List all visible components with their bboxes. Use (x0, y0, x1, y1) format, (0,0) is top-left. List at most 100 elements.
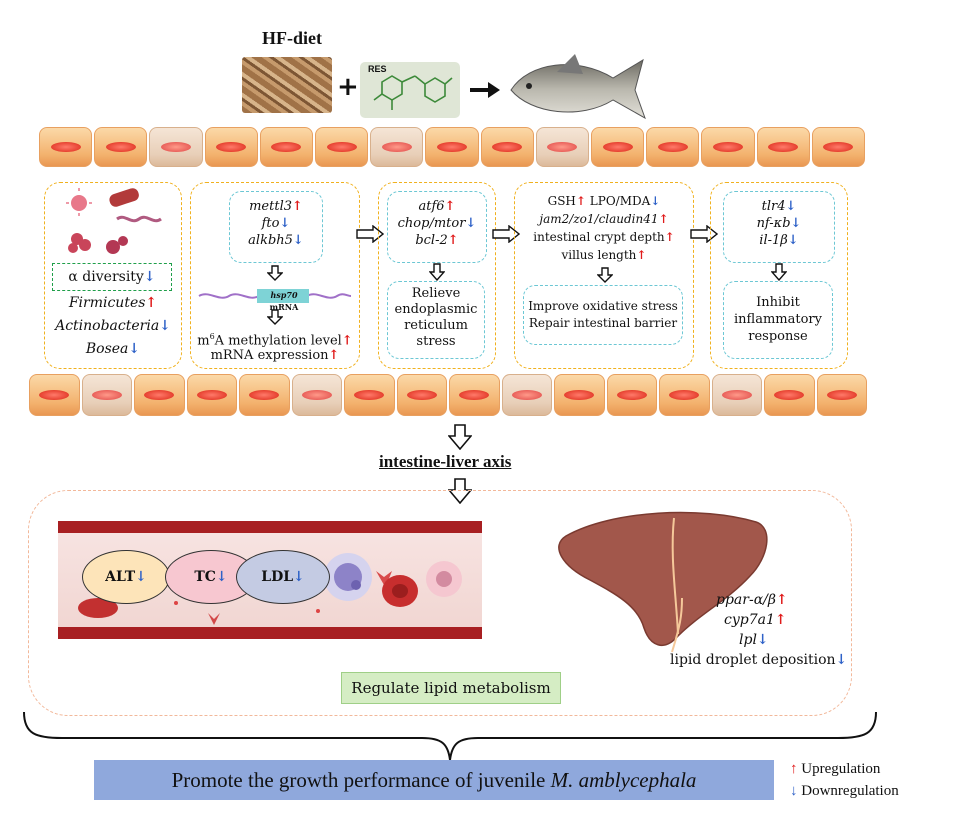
atf6-row: atf6↑ (388, 198, 486, 215)
gsh-label: GSH (547, 194, 576, 208)
up-arrow-icon: ↑ (636, 248, 647, 262)
down-arrow-icon: ↓ (293, 569, 305, 585)
epithelial-cell (259, 127, 314, 167)
epithelial-cell (425, 127, 479, 167)
up-arrow-icon: ↑ (790, 761, 798, 777)
m6a-gene-box: mettl3↑ fto↓ alkbh5↓ (229, 191, 323, 263)
epithelial-cell (535, 127, 590, 167)
hollow-down-arrow-icon (597, 267, 613, 283)
legend-up: ↑ Upregulation (790, 760, 880, 778)
cyp7a1-row: cyp7a1↑ (724, 612, 787, 629)
epithelial-cell (816, 374, 867, 416)
tight-junction-row: jam2/zo1/claudin41↑ (515, 211, 693, 228)
down-arrow-icon: ↓ (790, 216, 802, 231)
epithelial-cell (701, 127, 755, 167)
barrier-result-line: Improve oxidative stress (528, 299, 678, 313)
resveratrol-structure: RES (360, 62, 460, 118)
intestine-liver-axis-label: intestine-liver axis (379, 452, 512, 471)
epithelial-cell (811, 127, 866, 167)
inflam-gene-box: tlr4↓ nf-κb↓ il-1β↓ (723, 191, 835, 263)
up-arrow-icon: ↑ (664, 230, 675, 244)
alkbh5-label: alkbh5 (248, 233, 293, 248)
down-arrow-icon: ↓ (835, 652, 848, 668)
firmicutes-label: Firmicutes (68, 295, 146, 311)
regulate-lipid-box: Regulate lipid metabolism (341, 672, 561, 704)
hollow-down-arrow-icon (267, 309, 283, 325)
down-arrow-icon: ↓ (465, 216, 477, 231)
epithelial-cell (756, 127, 810, 167)
down-arrow-icon: ↓ (279, 216, 291, 231)
hollow-down-arrow-icon (448, 424, 472, 450)
lpl-row: lpl↓ (739, 632, 769, 649)
inflam-result-line: Inhibit (756, 295, 800, 310)
epithelial-cell (659, 374, 710, 416)
epithelial-cell (204, 127, 258, 167)
tight-junction-label: jam2/zo1/claudin41 (539, 212, 659, 226)
epithelial-cell (606, 374, 657, 416)
epithelial-cell (291, 374, 342, 416)
lipid-droplet-label: lipid droplet deposition (670, 652, 836, 668)
bcl2-row: bcl-2↑ (388, 232, 486, 249)
epithelial-cell (396, 374, 447, 416)
up-arrow-icon: ↑ (447, 233, 459, 248)
up-arrow-icon: ↑ (145, 295, 158, 311)
up-arrow-icon: ↑ (775, 592, 788, 608)
bcl2-label: bcl-2 (415, 233, 448, 248)
up-arrow-icon: ↑ (774, 612, 787, 628)
mrna-strand-icon (198, 289, 352, 303)
species-label: M. amblycephala (550, 768, 697, 792)
inflammation-panel: tlr4↓ nf-κb↓ il-1β↓ Inhibit inflammatory… (710, 182, 848, 369)
barrier-result-box: Improve oxidative stress Repair intestin… (523, 285, 683, 345)
down-arrow-icon: ↓ (756, 632, 769, 648)
legend-down-label: Downregulation (801, 783, 899, 799)
inflam-result-line: response (748, 329, 808, 344)
lpo-mda-label: LPO/MDA (589, 194, 651, 208)
up-arrow-icon: ↑ (341, 333, 353, 349)
mettl3-row: mettl3↑ (230, 198, 322, 215)
fish-icon (505, 48, 653, 128)
nfkb-row: nf-κb↓ (724, 215, 834, 232)
mrna-expression-row: mRNA expression↑ (191, 347, 359, 364)
epithelial-cell (239, 374, 290, 416)
tlr4-row: tlr4↓ (724, 198, 834, 215)
hsp70-suffix: mRNA (269, 302, 299, 312)
down-arrow-icon: ↓ (292, 233, 304, 248)
ldl-label: LDL (261, 569, 294, 585)
epithelial-cell (370, 127, 424, 167)
tc-label: TC (194, 569, 216, 585)
ppar-label: ppar-α/β (716, 592, 776, 608)
down-arrow-icon: ↓ (790, 783, 798, 799)
growth-performance-box: Promote the growth performance of juveni… (94, 760, 774, 800)
up-arrow-icon: ↑ (444, 199, 456, 214)
epithelial-cell (646, 127, 700, 167)
down-arrow-icon: ↓ (650, 194, 661, 208)
legend-up-label: Upregulation (801, 761, 881, 777)
crypt-depth-label: intestinal crypt depth (533, 230, 665, 244)
epithelial-cell (764, 374, 815, 416)
up-arrow-icon: ↑ (575, 194, 586, 208)
mettl3-label: mettl3 (249, 199, 292, 214)
plus-sign: + (337, 72, 359, 102)
inflam-result-line: inflammatory (734, 312, 822, 327)
down-arrow-icon: ↓ (787, 233, 799, 248)
feed-pellets-image (242, 57, 332, 113)
ppar-row: ppar-α/β↑ (716, 592, 788, 609)
il1b-row: il-1β↓ (724, 232, 834, 249)
res-label: RES (368, 64, 387, 74)
tlr4-label: tlr4 (761, 199, 786, 214)
epithelial-cell (186, 374, 237, 416)
up-arrow-icon: ↑ (292, 199, 303, 214)
chop-mtor-row: chop/mtor↓ (388, 215, 486, 232)
epithelial-cell (29, 374, 80, 416)
bosea-row: Bosea↓ (45, 341, 181, 358)
m6a-level-row: m6A methylation level↑ (191, 328, 359, 349)
hollow-down-arrow-icon (267, 265, 283, 281)
lipid-droplet-row: lipid droplet deposition↓ (670, 652, 847, 669)
inflam-result-box: Inhibit inflammatory response (723, 281, 833, 359)
atf6-label: atf6 (418, 199, 445, 214)
lipid-metabolism-panel (28, 490, 852, 716)
liver-icon (558, 511, 768, 653)
epithelial-cell (554, 374, 605, 416)
epithelial-cell (94, 127, 148, 167)
epithelial-cell (39, 127, 93, 167)
